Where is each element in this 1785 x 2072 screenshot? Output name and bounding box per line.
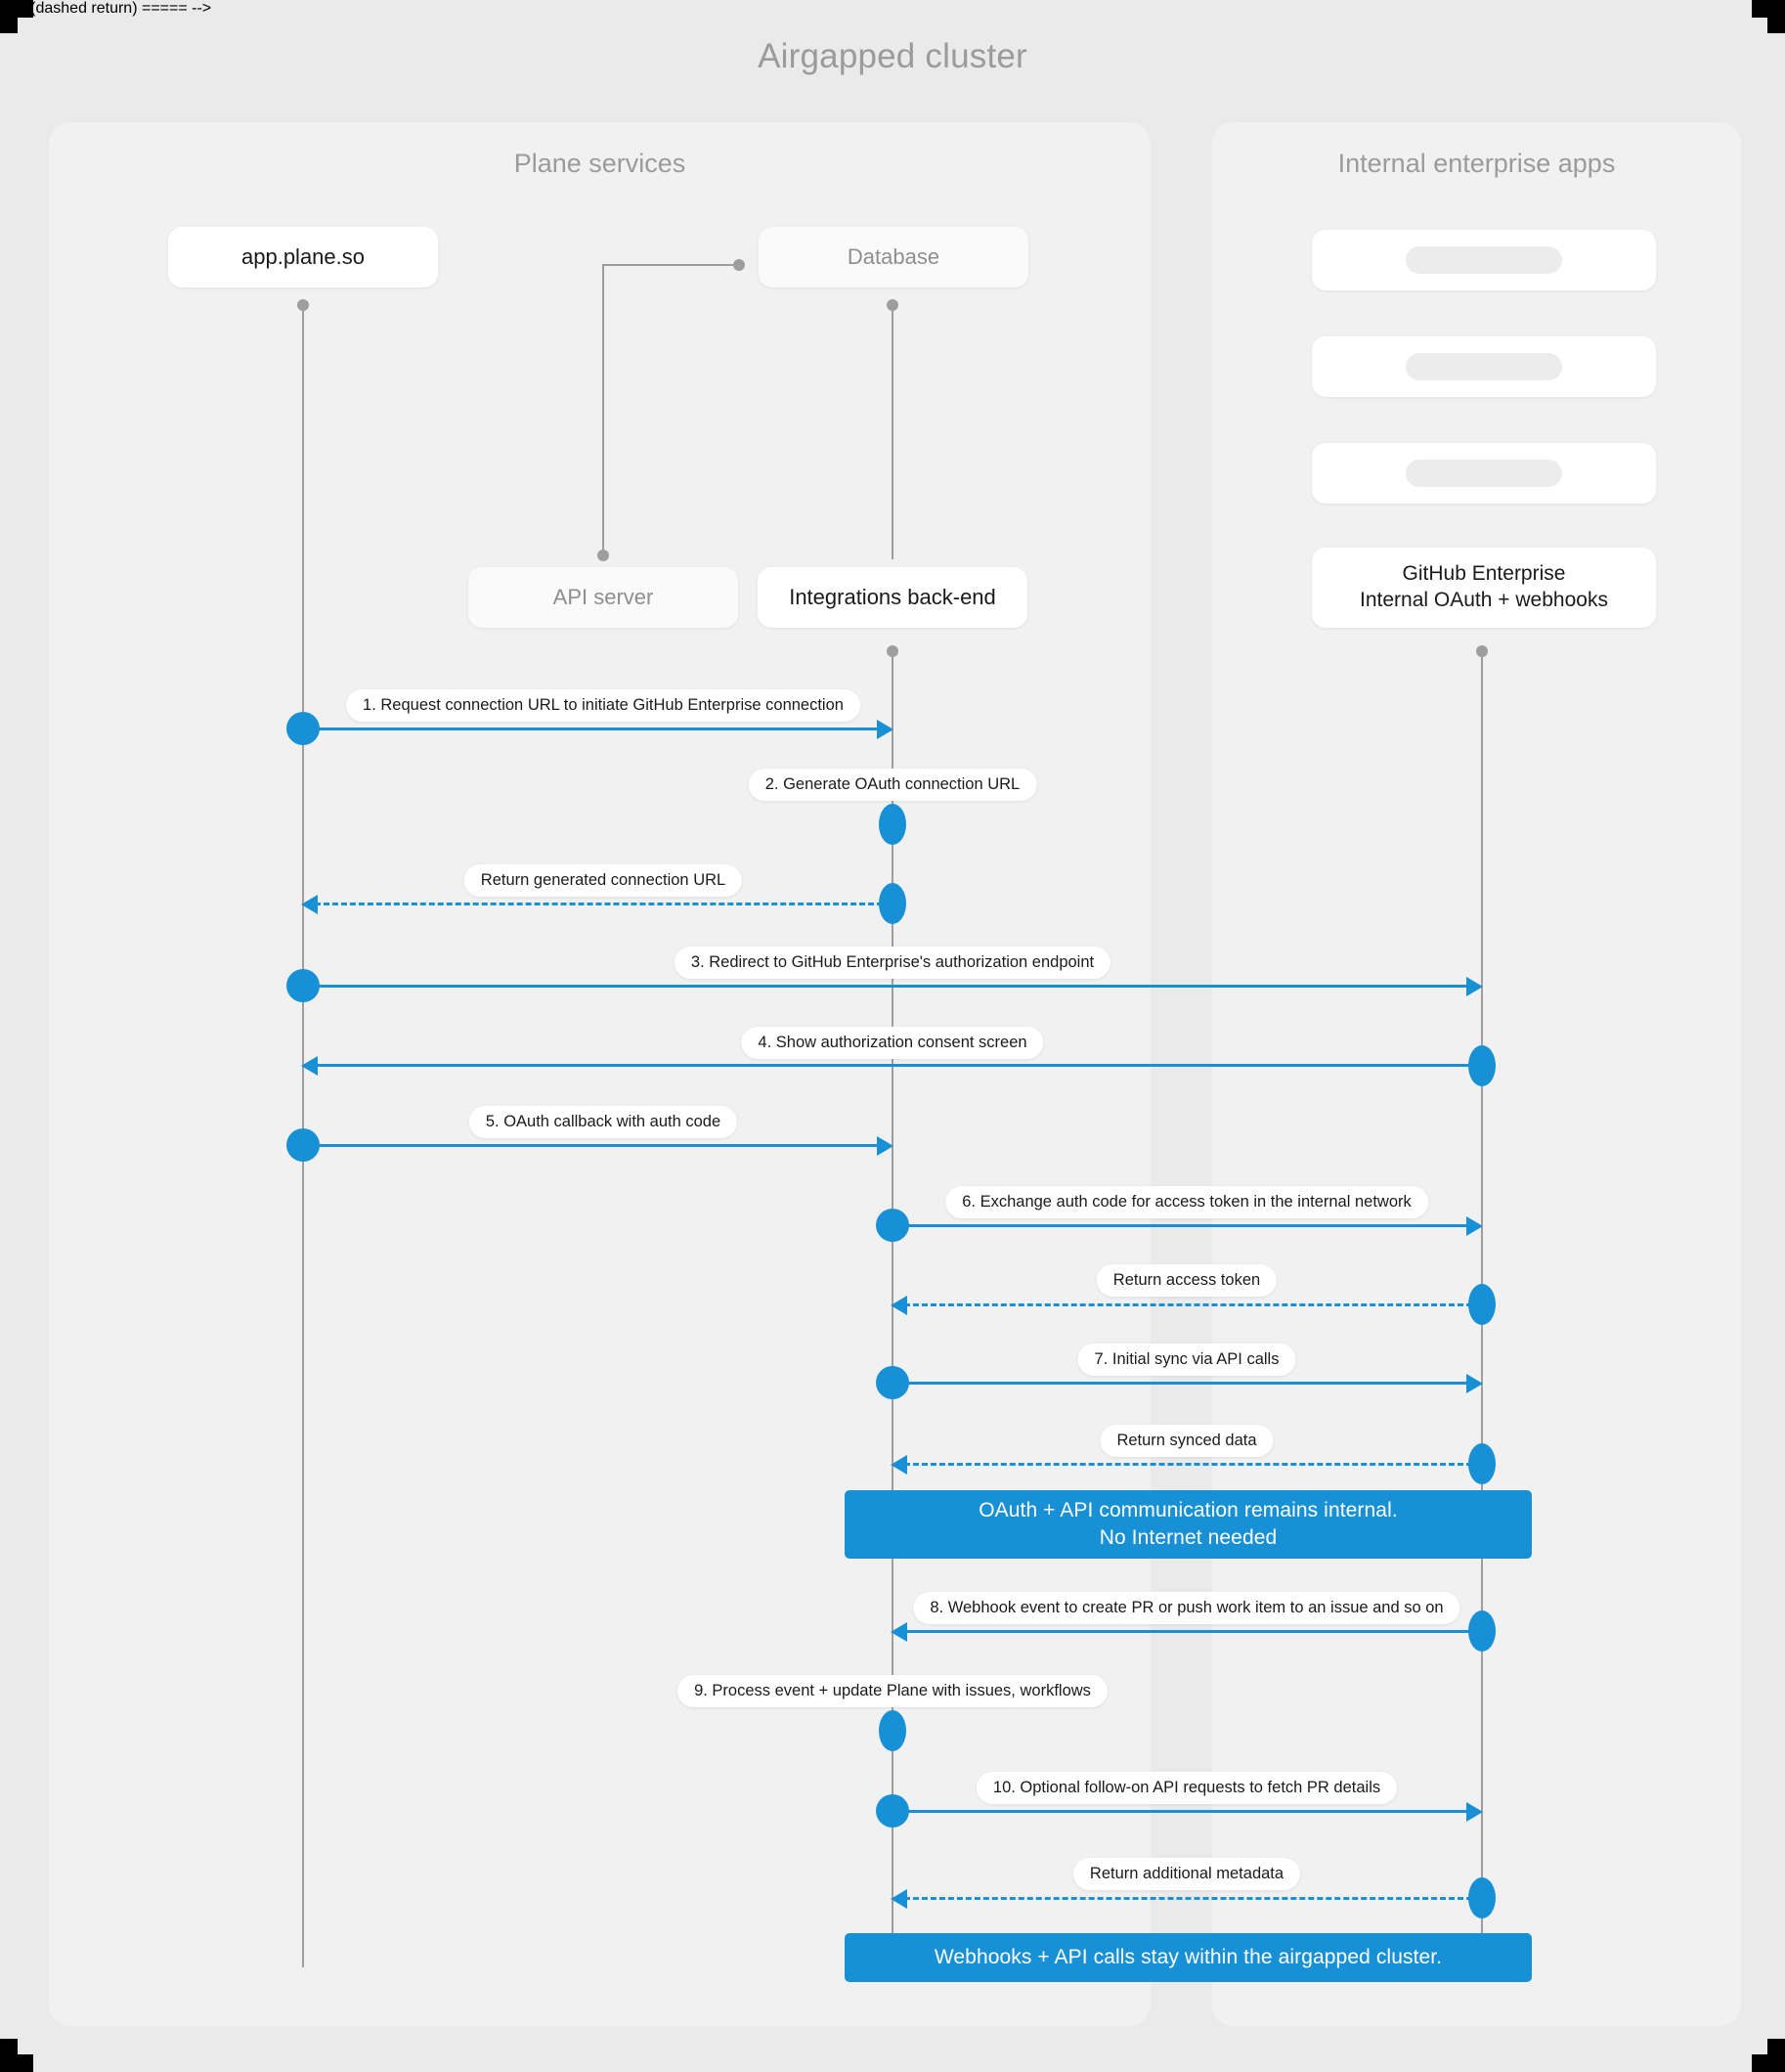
message-line-4 bbox=[303, 985, 1469, 988]
node-integrations-backend[interactable]: Integrations back-end bbox=[758, 567, 1027, 628]
activation-dot-2 bbox=[879, 804, 906, 845]
activation-dot-14 bbox=[1468, 1877, 1496, 1918]
message-label-4: 3. Redirect to GitHub Enterprise's autho… bbox=[674, 947, 1111, 979]
panel-plane-services-title: Plane services bbox=[513, 149, 686, 178]
message-label-11: 8. Webhook event to create PR or push wo… bbox=[913, 1592, 1460, 1624]
message-line-5 bbox=[315, 1064, 1480, 1067]
activation-dot-10 bbox=[1468, 1443, 1496, 1484]
placeholder-bar bbox=[1406, 353, 1562, 380]
node-database[interactable]: Database bbox=[759, 227, 1028, 287]
placeholder-bar bbox=[1406, 460, 1562, 487]
message-line-8 bbox=[904, 1303, 1481, 1306]
activation-dot-12 bbox=[879, 1710, 906, 1751]
message-label-12: 9. Process event + update Plane with iss… bbox=[677, 1675, 1108, 1707]
node-placeholder-app-3[interactable] bbox=[1312, 443, 1656, 504]
connector-dot-api-server bbox=[597, 550, 609, 561]
message-line-11 bbox=[904, 1630, 1480, 1633]
activation-dot-8 bbox=[1468, 1284, 1496, 1325]
connector-api-to-database-vertical bbox=[602, 264, 604, 555]
node-api-server[interactable]: API server bbox=[468, 567, 738, 628]
message-arrowhead-9 bbox=[1466, 1374, 1483, 1393]
activation-dot-5 bbox=[1468, 1045, 1496, 1086]
message-label-5: 4. Show authorization consent screen bbox=[741, 1027, 1044, 1059]
activation-dot-9 bbox=[876, 1366, 909, 1399]
message-label-1: 1. Request connection URL to initiate Gi… bbox=[346, 689, 860, 722]
message-label-6: 5. OAuth callback with auth code bbox=[468, 1106, 738, 1138]
node-app-plane-so[interactable]: app.plane.so bbox=[168, 227, 438, 287]
message-line-10 bbox=[904, 1463, 1481, 1466]
message-line-7 bbox=[892, 1224, 1469, 1227]
message-arrowhead-11 bbox=[891, 1622, 907, 1642]
node-github-enterprise-line1: GitHub Enterprise bbox=[1402, 562, 1566, 586]
message-label-14: Return additional metadata bbox=[1072, 1858, 1301, 1890]
message-label-8: Return access token bbox=[1096, 1264, 1278, 1297]
message-label-3: Return generated connection URL bbox=[463, 864, 743, 897]
panel-plane-services: Plane services bbox=[49, 122, 1151, 2026]
activation-dot-13 bbox=[876, 1794, 909, 1828]
note-internal-communication-line1: OAuth + API communication remains intern… bbox=[979, 1499, 1398, 1522]
connector-api-to-database-horizontal bbox=[602, 264, 739, 266]
message-arrowhead-13 bbox=[1466, 1802, 1483, 1822]
activation-dot-7 bbox=[876, 1209, 909, 1242]
message-arrowhead-6 bbox=[877, 1136, 893, 1156]
node-placeholder-app-2[interactable] bbox=[1312, 336, 1656, 397]
message-arrowhead-3 bbox=[301, 895, 318, 914]
activation-dot-6 bbox=[286, 1128, 320, 1162]
node-github-enterprise-line2: Internal OAuth + webhooks bbox=[1360, 589, 1608, 611]
note-internal-communication: OAuth + API communication remains intern… bbox=[845, 1490, 1532, 1559]
node-github-enterprise[interactable]: GitHub Enterprise Internal OAuth + webho… bbox=[1312, 548, 1656, 628]
message-line-3 bbox=[315, 903, 892, 905]
note-webhooks-stay-internal: Webhooks + API calls stay within the air… bbox=[845, 1933, 1532, 1982]
connector-dot-database bbox=[733, 259, 745, 271]
message-arrowhead-14 bbox=[891, 1889, 907, 1909]
activation-dot-1 bbox=[286, 712, 320, 745]
message-arrowhead-8 bbox=[891, 1296, 907, 1315]
message-label-13: 10. Optional follow-on API requests to f… bbox=[976, 1772, 1398, 1804]
message-label-2: 2. Generate OAuth connection URL bbox=[748, 769, 1037, 801]
message-line-9 bbox=[892, 1382, 1469, 1385]
message-line-14 bbox=[904, 1897, 1481, 1900]
note-internal-communication-line2: No Internet needed bbox=[1099, 1526, 1278, 1549]
message-arrowhead-4 bbox=[1466, 977, 1483, 996]
lifeline-database bbox=[892, 305, 893, 559]
message-arrowhead-10 bbox=[891, 1455, 907, 1475]
message-line-6 bbox=[303, 1144, 880, 1147]
message-arrowhead-5 bbox=[301, 1056, 318, 1076]
message-label-10: Return synced data bbox=[1100, 1425, 1274, 1457]
message-arrowhead-7 bbox=[1466, 1216, 1483, 1236]
placeholder-bar bbox=[1406, 246, 1562, 274]
diagram-title: Airgapped cluster bbox=[758, 37, 1027, 75]
node-placeholder-app-1[interactable] bbox=[1312, 230, 1656, 290]
message-line-1 bbox=[303, 727, 880, 730]
message-label-9: 7. Initial sync via API calls bbox=[1077, 1344, 1296, 1376]
message-label-7: 6. Exchange auth code for access token i… bbox=[945, 1186, 1428, 1218]
activation-dot-3 bbox=[879, 883, 906, 924]
message-line-13 bbox=[892, 1810, 1469, 1813]
activation-dot-11 bbox=[1468, 1610, 1496, 1652]
activation-dot-4 bbox=[286, 969, 320, 1002]
message-arrowhead-1 bbox=[877, 720, 893, 739]
panel-internal-enterprise-apps-title: Internal enterprise apps bbox=[1337, 149, 1616, 178]
